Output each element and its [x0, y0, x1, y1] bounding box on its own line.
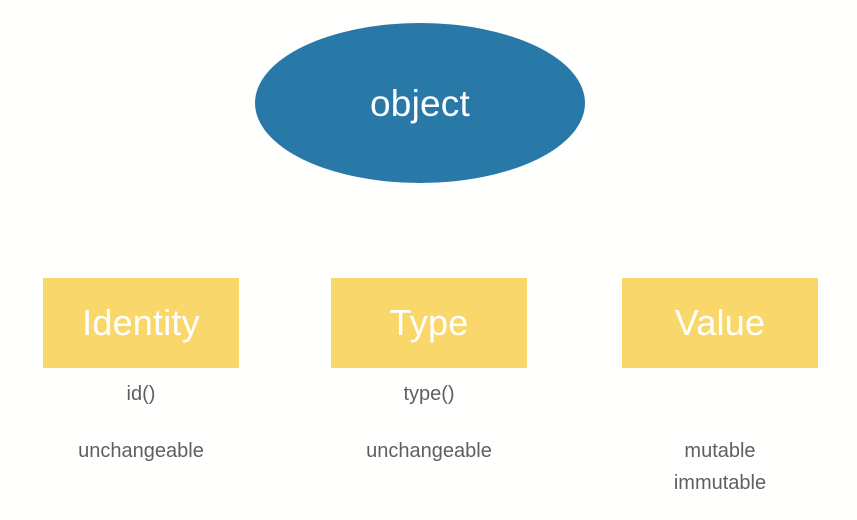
attribute-box-label-identity: Identity: [82, 302, 200, 343]
attribute-box-label-type: Type: [389, 302, 469, 343]
attribute-accessor-identity: id(): [126, 383, 156, 405]
attribute-columns: Identity id() unchangeable Type type() u…: [0, 278, 857, 520]
object-root-node: object: [255, 23, 585, 183]
attribute-box-value: Value: [622, 278, 818, 368]
attribute-column-value: Value mutable immutable: [576, 278, 857, 493]
attribute-notes-identity: id() unchangeable: [78, 384, 204, 461]
attribute-column-type: Type type() unchangeable: [285, 278, 573, 461]
attribute-trait-value-1: immutable: [673, 472, 767, 494]
attribute-box-type: Type: [331, 278, 527, 368]
attribute-column-identity: Identity id() unchangeable: [0, 278, 285, 461]
attribute-box-label-value: Value: [674, 302, 766, 343]
attribute-trait-identity-0: unchangeable: [78, 440, 204, 462]
attribute-notes-value: mutable immutable: [674, 384, 766, 493]
attribute-accessor-type: type(): [403, 383, 455, 405]
attribute-trait-type-0: unchangeable: [366, 440, 492, 462]
attribute-notes-type: type() unchangeable: [366, 384, 492, 461]
object-root-label: object: [370, 82, 470, 124]
attribute-box-identity: Identity: [43, 278, 239, 368]
attribute-trait-value-0: mutable: [684, 440, 756, 462]
